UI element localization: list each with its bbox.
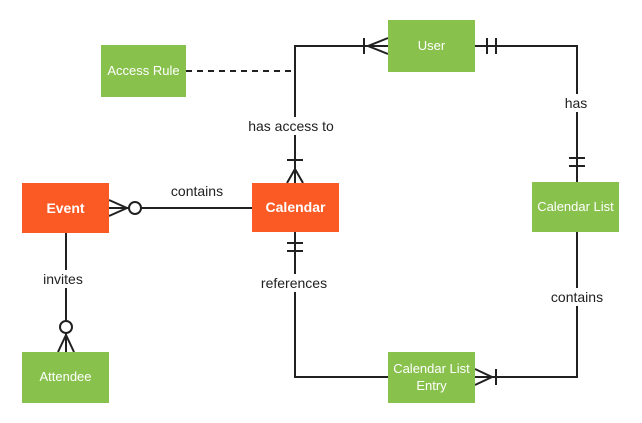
- label-invites: invites: [39, 270, 87, 288]
- crowfoot-event-attendee-attendee-end: [57, 332, 75, 353]
- label-has-access-to: has access to: [244, 117, 338, 135]
- crowfoot-calendar-event-event-end: [108, 199, 130, 217]
- crowfoot-user-calendar-user-end: [365, 37, 389, 55]
- entity-access-rule: Access Rule: [101, 45, 186, 97]
- entity-calendar-list: Calendar List: [532, 182, 619, 232]
- label-contains-events: contains: [166, 182, 228, 200]
- entity-calendar: Calendar: [252, 183, 339, 232]
- line-entry-references-calendar: [294, 232, 388, 378]
- zero-circle-event-attendee: [59, 320, 73, 334]
- label-has: has: [560, 94, 592, 112]
- crowfoot-calendar-list-entry-end: [474, 368, 495, 386]
- line-user-calendar: [294, 45, 388, 183]
- label-references: references: [256, 274, 332, 292]
- zero-circle-calendar-event: [128, 201, 142, 215]
- line-user-calendar-list: [475, 45, 578, 182]
- entity-calendar-list-entry: Calendar List Entry: [388, 352, 475, 403]
- line-calendar-list-entry: [475, 232, 578, 378]
- entity-attendee: Attendee: [22, 352, 109, 403]
- crowfoot-user-calendar-calendar-end: [286, 166, 304, 184]
- entity-user: User: [388, 20, 475, 72]
- label-contains-entries: contains: [546, 288, 608, 306]
- entity-event: Event: [22, 183, 109, 233]
